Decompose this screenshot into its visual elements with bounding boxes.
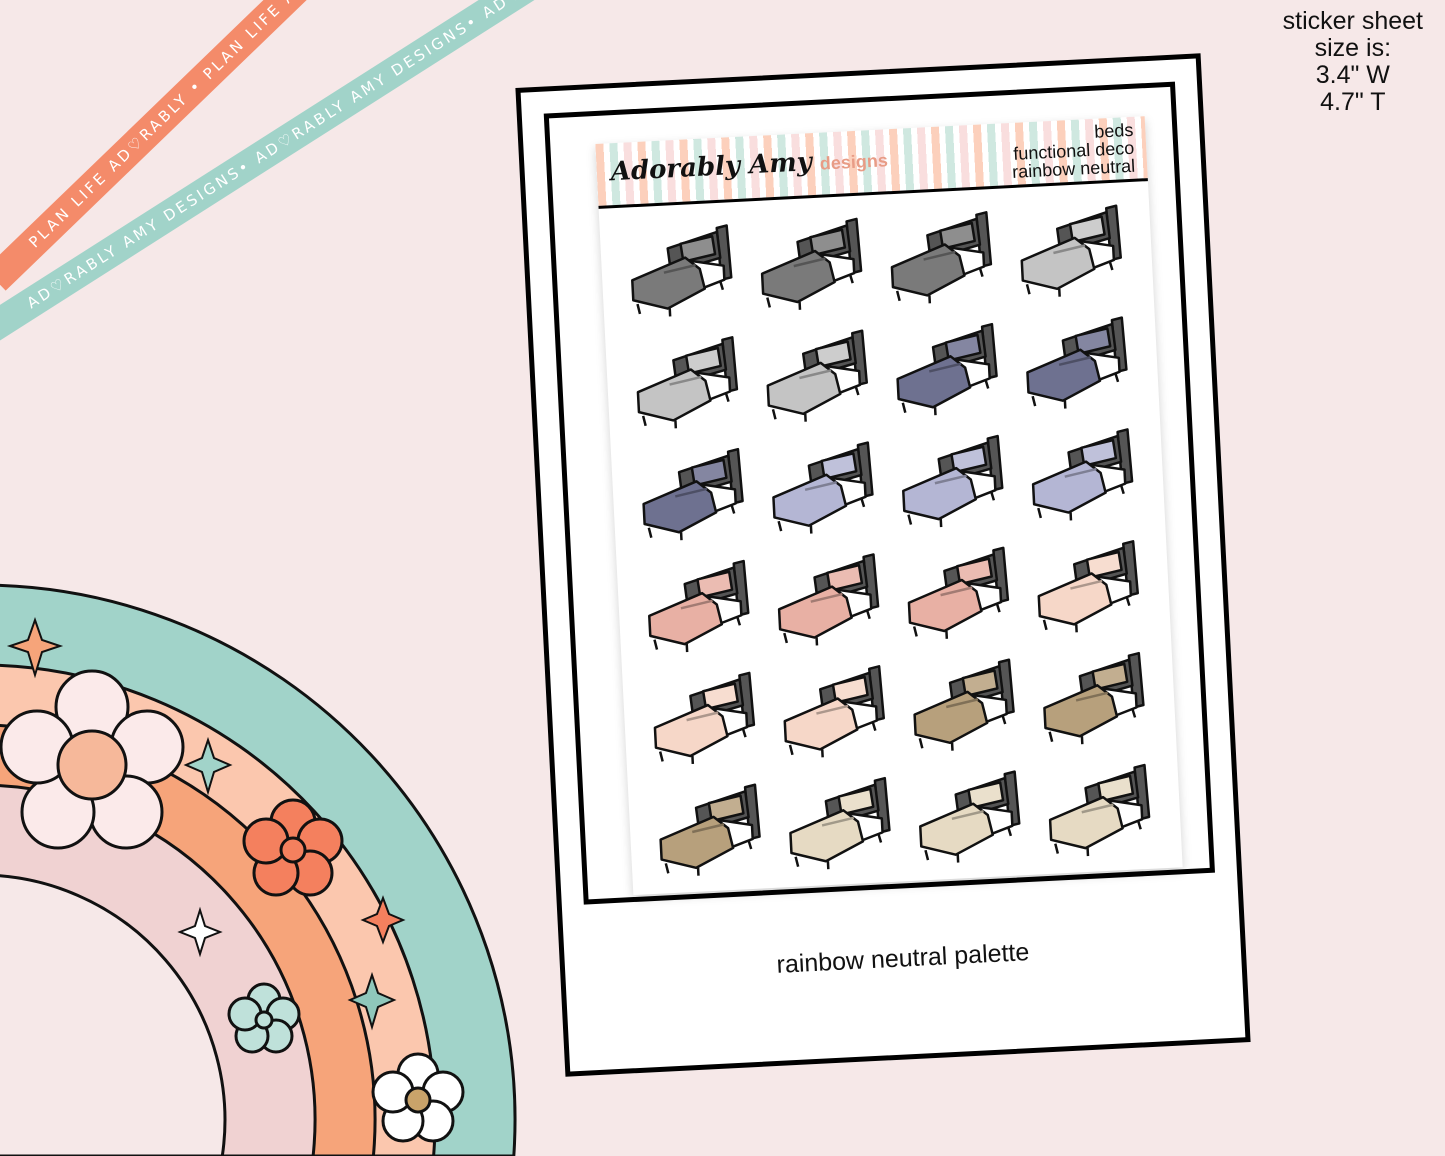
bed-sticker-icon bbox=[659, 783, 761, 876]
size-note-width: 3.4" W bbox=[1315, 61, 1390, 89]
brand-logo-suffix: designs bbox=[819, 150, 889, 174]
brand-logo-group: Adorably Amy designs bbox=[610, 143, 888, 187]
bed-sticker-icon bbox=[631, 224, 733, 317]
bed-sticker-icon bbox=[772, 441, 874, 534]
orange-flower-icon bbox=[242, 798, 344, 897]
sheet-header: Adorably Amy designs beds functional dec… bbox=[595, 116, 1148, 209]
bed-sticker-icon bbox=[636, 336, 739, 429]
white-flower-icon bbox=[371, 1052, 465, 1143]
rainbow-decoration bbox=[0, 583, 517, 1156]
teal-flower-icon bbox=[227, 982, 301, 1054]
bed-sticker-icon bbox=[789, 776, 891, 870]
sheet-titles: beds functional deco rainbow neutral bbox=[1010, 120, 1136, 182]
bed-sticker-icon bbox=[907, 546, 1010, 639]
sparkle-icon bbox=[183, 736, 233, 796]
bed-sticker-icon bbox=[1026, 316, 1128, 409]
bed-sticker-icon bbox=[919, 770, 1021, 863]
size-note-line: size is: bbox=[1314, 34, 1392, 62]
bed-sticker-icon bbox=[902, 434, 1004, 528]
rainbow-center bbox=[0, 874, 227, 1156]
size-note-line: sticker sheet bbox=[1282, 7, 1423, 35]
daisy-flower-icon bbox=[0, 669, 185, 850]
sheet-palette: rainbow neutral bbox=[1011, 155, 1136, 182]
sticker-sheet: Adorably Amy designs beds functional dec… bbox=[595, 116, 1183, 896]
bed-sticker-icon bbox=[642, 447, 744, 541]
sparkle-icon bbox=[360, 895, 406, 945]
bed-sticker-icon bbox=[1031, 428, 1134, 521]
caption: rainbow neutral palette bbox=[775, 938, 1030, 979]
bed-sticker-icon bbox=[913, 658, 1015, 751]
brand-logo: Adorably Amy bbox=[610, 147, 813, 188]
bed-sticker-icon bbox=[890, 211, 993, 304]
bed-sticker-icon bbox=[760, 217, 863, 310]
size-note-height: 4.7" T bbox=[1320, 88, 1386, 116]
bed-sticker-icon bbox=[1048, 763, 1151, 857]
sparkle-icon bbox=[6, 616, 64, 679]
bed-sticker-grid bbox=[621, 196, 1174, 893]
polaroid-frame: Adorably Amy designs beds functional dec… bbox=[515, 53, 1251, 1077]
bed-sticker-icon bbox=[766, 329, 869, 422]
photo-area: Adorably Amy designs beds functional dec… bbox=[543, 81, 1215, 905]
sparkle-icon bbox=[347, 971, 397, 1031]
bed-sticker-icon bbox=[1043, 651, 1145, 745]
bed-sticker-icon bbox=[896, 322, 998, 416]
sparkle-icon bbox=[177, 906, 223, 958]
bed-sticker-icon bbox=[1020, 204, 1123, 297]
bed-sticker-icon bbox=[653, 671, 756, 764]
bed-sticker-icon bbox=[648, 559, 750, 653]
size-note: sticker sheet size is: 3.4" W 4.7" T bbox=[1283, 8, 1423, 116]
bed-sticker-icon bbox=[1037, 540, 1140, 633]
bed-sticker-icon bbox=[783, 665, 885, 758]
bed-sticker-icon bbox=[777, 553, 880, 646]
